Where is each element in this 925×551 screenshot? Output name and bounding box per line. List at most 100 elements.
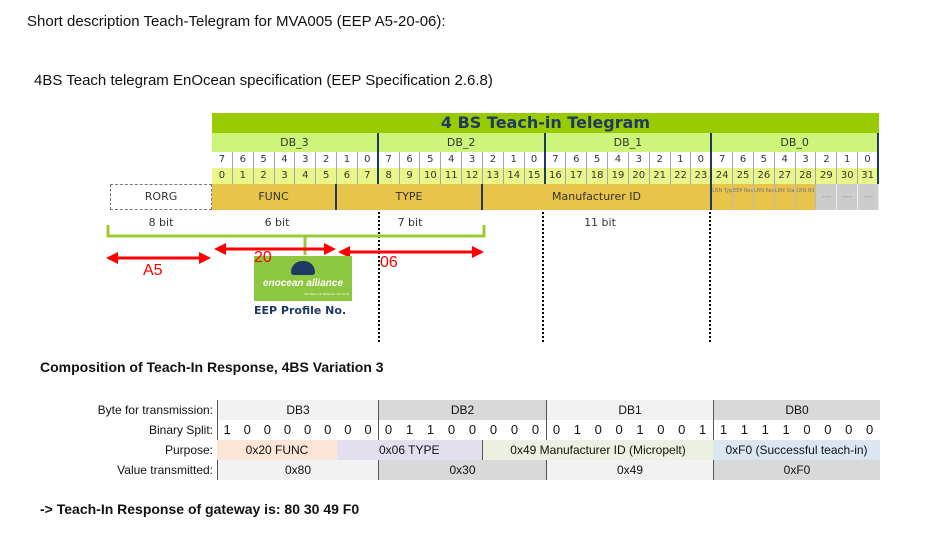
bit-position: 0 [524,152,546,168]
unused-bit: --- [837,184,859,210]
bit-offset: 2 [253,168,275,184]
bit-offset: 24 [712,168,734,184]
binary-bit: 0 [468,422,477,437]
byte-header-0: DB_3 [212,133,379,152]
bit-position: 4 [274,152,296,168]
binary-bit: 0 [324,422,332,437]
type-size: 7 bit [397,216,423,229]
bit-offset: 7 [357,168,379,184]
bit-offset: 12 [462,168,483,184]
lrn-field: LRN Resu. [753,184,775,210]
binary-bit: 0 [303,422,312,437]
binary-bit: 0 [594,422,602,437]
unused-bit: --- [816,184,838,210]
bit-offset: 4 [295,168,317,184]
bit-position: 3 [795,152,817,168]
lrn-field: EEP Resu. [733,184,754,210]
bit-position: 6 [399,152,421,168]
func-size: 6 bit [264,216,290,229]
type-field: TYPE [337,184,483,210]
bit-position: 7 [212,152,233,168]
value-cell: 0x80 [217,460,378,480]
bit-position: 3 [295,152,317,168]
annotation-a5: A5 [143,262,163,279]
divider-line [378,212,380,342]
bit-position: 1 [837,152,859,168]
byte-header-1: DB_2 [378,133,546,152]
bit-position: 6 [566,152,588,168]
rorg-size: 8 bit [148,216,174,229]
binary-bit: 1 [740,422,748,437]
binary-bit: 0 [243,422,251,437]
logo-dolphin-icon [291,261,315,275]
bit-offset: 8 [378,168,400,184]
bit-offset: 23 [691,168,713,184]
binary-bit: 1 [719,422,728,437]
bit-position: 7 [545,152,567,168]
row-label-purpose: Purpose: [164,443,213,457]
purpose-status: 0xF0 (Successful teach-in) [713,440,880,460]
column-divider [713,420,714,440]
bit-offset: 22 [670,168,692,184]
annotation-type: 06 [380,254,398,271]
bit-position: 7 [712,152,734,168]
bit-position: 4 [774,152,796,168]
bit-offset: 5 [316,168,338,184]
bit-position: 5 [420,152,442,168]
value-cell: 0x49 [546,460,713,480]
binary-bit: 1 [573,422,581,437]
byte-cell: DB1 [546,400,713,420]
bit-offset: 28 [795,168,817,184]
binary-bit: 0 [531,422,540,437]
page-heading: Short description Teach-Telegram for MVA… [27,13,446,30]
value-cell: 0x30 [378,460,546,480]
byte-cell: DB3 [217,400,378,420]
bit-position: 2 [649,152,671,168]
divider-line [542,212,544,342]
binary-bit: 0 [552,422,561,437]
binary-bit: 0 [263,422,271,437]
binary-bit: 0 [510,422,519,437]
purpose-func: 0x20 FUNC [217,440,337,460]
bit-offset: 9 [399,168,421,184]
row-label-value: Value transmitted: [117,463,213,477]
purpose-type: 0x06 TYPE [337,440,483,460]
byte-cell: DB2 [378,400,546,420]
eep-profile-caption: EEP Profile No. [254,304,347,317]
enocean-alliance-logo: enocean alliance No Wires. No Batteries.… [254,256,352,301]
bit-position: 0 [858,152,879,168]
bit-offset: 3 [274,168,296,184]
bit-offset: 16 [545,168,567,184]
lrn-field: LRN Stat. [774,184,796,210]
bit-offset: 14 [503,168,525,184]
binary-bit: 0 [447,422,456,437]
bit-position: 1 [670,152,692,168]
byte-header-2: DB_1 [545,133,713,152]
bit-position: 5 [253,152,275,168]
bit-position: 1 [337,152,358,168]
binary-bit: 0 [865,422,874,437]
bit-offset: 6 [337,168,358,184]
byte-header-3: DB_0 [712,133,879,152]
row-label-binary: Binary Split: [148,423,213,437]
logo-tagline: No Wires. No Batteries. No Limits. [304,292,350,296]
bit-position: 2 [816,152,838,168]
func-field: FUNC [212,184,337,210]
binary-bit: 1 [782,422,790,437]
bit-offset: 19 [608,168,629,184]
binary-bit: 0 [678,422,686,437]
bit-offset: 31 [858,168,879,184]
unused-bit: --- [858,184,879,210]
binary-bit: 1 [698,422,707,437]
binary-bit: 0 [824,422,832,437]
bit-offset: 29 [816,168,838,184]
lrn-field: LRN Type [712,184,734,210]
bit-position: 5 [587,152,609,168]
divider-line [709,212,711,342]
column-divider [378,420,379,440]
bit-position: 6 [232,152,254,168]
binary-bit: 1 [761,422,769,437]
annotation-func: 20 [254,249,272,266]
bit-offset: 30 [837,168,859,184]
